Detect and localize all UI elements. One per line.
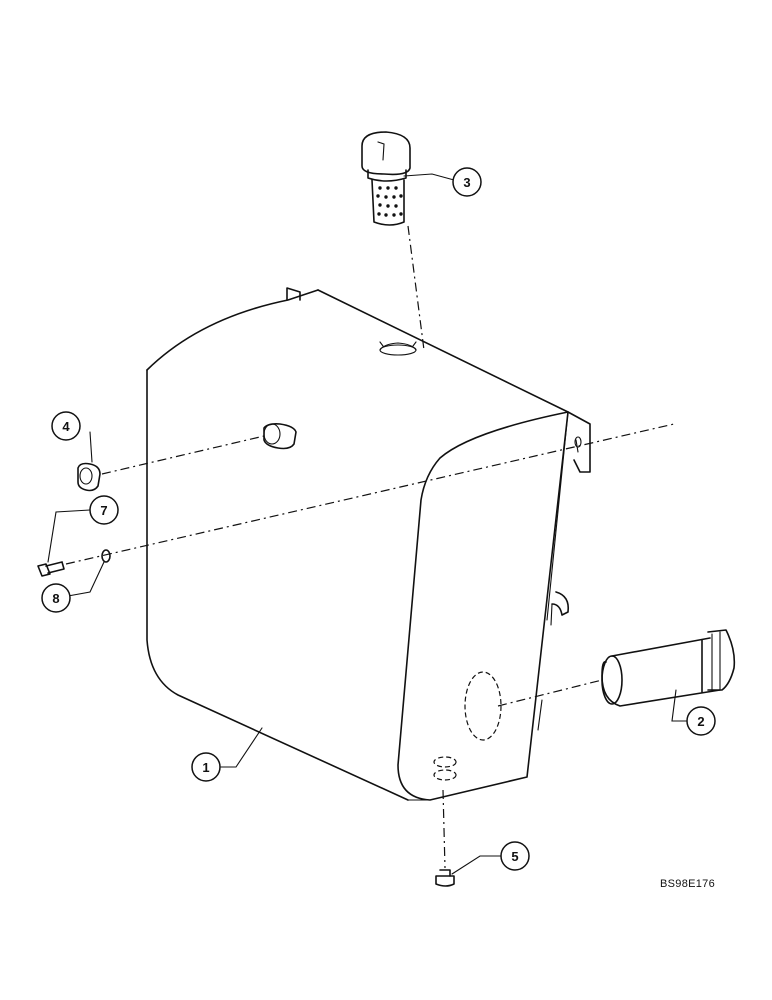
callout-2: 2: [686, 706, 716, 736]
suction-strainer: [497, 629, 736, 707]
callout-4-label: 4: [62, 419, 70, 434]
callout-5: 5: [500, 841, 530, 871]
callout-4: 4: [51, 411, 81, 441]
drawing-code: BS98E176: [660, 878, 715, 890]
callout-1: 1: [191, 752, 221, 782]
callout-7-label: 7: [100, 503, 107, 518]
hydraulic-tank: [146, 287, 591, 801]
bolt-and-washer: [37, 423, 675, 577]
fitting-elbow: [77, 435, 265, 492]
breather-filler-cap: [361, 131, 425, 351]
callout-2-label: 2: [697, 714, 704, 729]
callout-5-label: 5: [511, 849, 518, 864]
callout-8: 8: [41, 583, 71, 613]
callout-8-label: 8: [52, 591, 59, 606]
strainer-holes: [376, 186, 403, 217]
leader-lines: [47, 173, 689, 875]
callout-7: 7: [89, 495, 119, 525]
drain-plug: [435, 789, 455, 887]
callout-1-label: 1: [202, 760, 209, 775]
callout-3-label: 3: [463, 175, 470, 190]
callout-3: 3: [452, 167, 482, 197]
